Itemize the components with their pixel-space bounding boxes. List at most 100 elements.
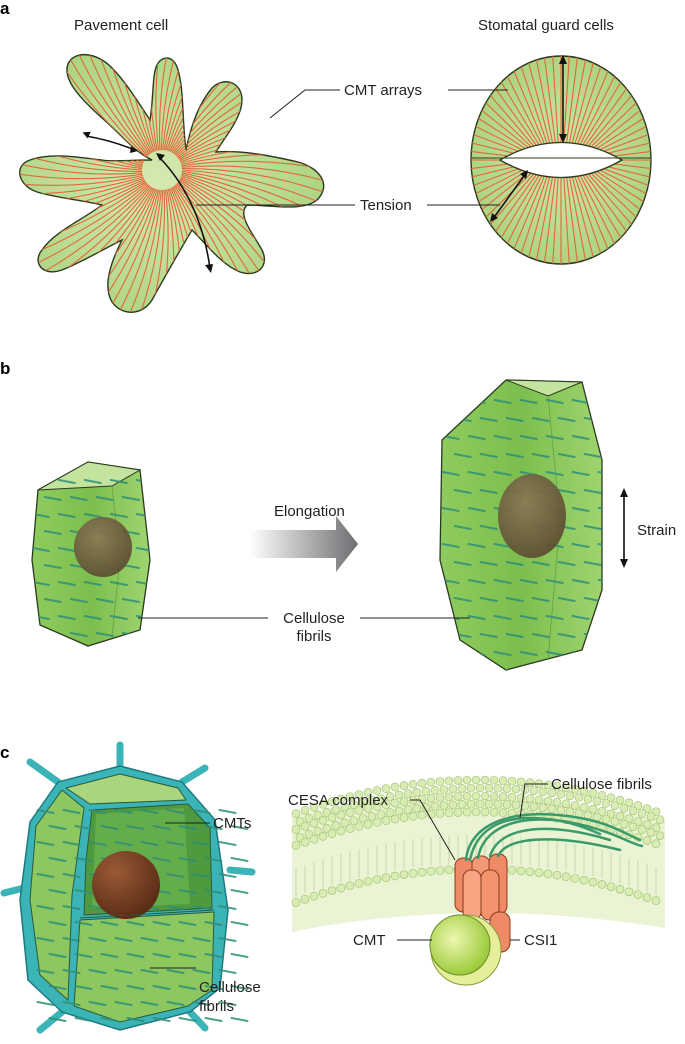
fibril-dash [69,632,88,637]
small-cell-nucleus [74,517,132,577]
lipid-head [363,819,373,829]
fibril-dash [74,889,93,894]
fibril-dash [62,937,81,942]
lipid-head [484,783,494,793]
fibril-dash [204,825,223,830]
lipid-head [561,783,571,793]
fibril-dash [441,399,460,404]
lipid-head [628,806,638,816]
lipid-head [372,818,382,827]
cmt-line [92,189,161,313]
fibril-dash [204,1017,223,1022]
fibril-dash [36,1001,55,1006]
fibril-dash [611,418,627,421]
fibril-dash [32,479,50,484]
fibril-dash [479,489,498,494]
lipid-head [372,802,382,811]
fibril-dash [505,669,524,670]
lipid-head [489,807,499,817]
lipid-head [462,775,472,785]
lipid-head [552,781,562,791]
cmt-line [181,165,324,193]
fibril-dash [36,841,55,846]
cmt-line [81,54,151,155]
fibril-dash [166,969,185,974]
lipid-head [412,804,422,813]
cmt-line [181,169,324,220]
lipid-head [345,792,355,801]
walled-fibrils-line2: fibrils [199,998,234,1015]
fibril-dash [121,496,140,501]
fibril-dash [166,905,185,910]
fibril-dash [611,670,627,673]
fibril-dash [218,937,237,942]
lipid-head [570,874,580,883]
lipid-head [363,787,373,797]
lipid-head [354,806,364,815]
lipid-head [561,872,571,882]
fibril-dash [140,937,159,942]
fibril-dash [192,873,211,878]
lipid-head [291,825,301,834]
cmt-line [105,189,162,313]
lipid-head [453,776,463,785]
fibril-dash [152,921,171,926]
lipid-head [462,807,472,817]
lipid-head [529,786,539,795]
lipid-head [417,794,427,804]
fibril-dash [100,953,119,958]
lipid-head [349,800,359,809]
lipid-head [552,797,562,807]
fibril-dash [62,969,81,974]
stomatal-pore [498,141,624,179]
fibril-dash [597,615,602,620]
fibril-dash [100,985,119,990]
lipid-head [367,795,377,805]
lipid-head [354,790,364,799]
lipid-head [633,817,643,826]
lipid-head [471,807,481,817]
cmt-line [68,54,150,156]
fibril-dash [597,435,602,440]
fibril-dash [218,969,237,974]
fibril-dash [192,937,211,942]
lipid-head [435,809,445,818]
lipid-head [525,867,535,876]
fibril-dash [69,598,88,603]
fibril-dash [597,579,602,584]
fibril-dash [36,809,55,814]
fibril-dash [479,453,498,458]
lipid-head [642,836,652,845]
fibril-dash [441,471,460,476]
lipid-head [354,879,364,888]
lipid-head [588,804,598,814]
lipid-head [606,882,616,891]
fibril-dash [557,561,576,566]
fibril-dash [479,633,498,638]
cmt-line [160,54,206,151]
fibril-dash [545,399,564,404]
cmt-line [175,183,268,313]
lipid-head [502,800,512,809]
fibril-dash [583,561,602,566]
lipid-head [372,786,382,795]
fibril-dash [74,857,93,862]
cmt-line [54,188,157,313]
membrane-fibrils-label: Cellulose fibrils [551,776,652,793]
fibril-dash [57,547,76,552]
cmt-line [19,176,144,195]
fibril-dash [83,581,102,586]
fibril-dash [32,581,50,586]
cmt-line [44,54,148,158]
fibril-dash [557,453,576,458]
fibril-dash [493,543,512,548]
membrane-cellulose-fibrils [464,813,644,862]
lipid-head [552,870,562,880]
fibril-dash [74,921,93,926]
lipid-head [655,831,665,841]
lipid-head [412,788,422,797]
fibril-dash [505,417,524,422]
lipid-head [516,777,526,787]
fibril-dash [57,479,76,484]
